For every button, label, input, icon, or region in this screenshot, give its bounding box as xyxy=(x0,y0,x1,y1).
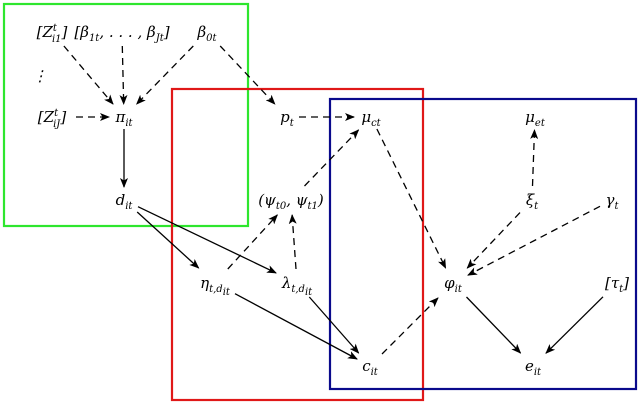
plate-red xyxy=(170,87,425,402)
edge-lambda-to-psi xyxy=(288,214,297,270)
edge-xi-to-mu-et xyxy=(530,129,539,187)
node-d: dit xyxy=(116,191,134,212)
node-psi: (ψt0, ψt1) xyxy=(258,191,324,212)
edge-d-to-eta xyxy=(136,211,200,269)
edge-lambda-to-c xyxy=(308,296,360,354)
edge-d-to-lambda xyxy=(137,206,277,274)
edge-Z-i1-to-pi xyxy=(63,45,114,105)
node-vdots: ⋮ xyxy=(33,67,48,85)
node-e: eit xyxy=(525,357,542,378)
edge-tau-to-e xyxy=(545,296,604,354)
edge-betas-to-pi xyxy=(119,45,128,105)
node-phi: φit xyxy=(444,274,463,295)
edge-phi-to-e xyxy=(466,296,522,354)
edge-xi-to-phi xyxy=(466,212,521,269)
plate-blue xyxy=(328,97,638,391)
edge-gamma-to-phi xyxy=(467,205,601,276)
node-betas: [β1t, . . . , βJt] xyxy=(74,23,169,44)
node-gamma: γt xyxy=(606,191,620,212)
edge-mu-ct-to-phi xyxy=(376,128,447,269)
edge-psi-to-mu-ct xyxy=(304,129,360,187)
node-tau: [τt] xyxy=(605,274,629,295)
plate-green xyxy=(2,2,250,228)
node-mu-et: μet xyxy=(525,108,546,129)
node-mu-ct: μct xyxy=(361,108,381,129)
edge-beta0-to-p xyxy=(219,45,276,105)
node-pi: πit xyxy=(114,108,133,129)
edge-eta-to-c xyxy=(234,293,358,360)
edge-beta0-to-pi xyxy=(136,45,194,105)
edge-c-to-phi xyxy=(381,297,439,355)
node-eta: ηt,dit xyxy=(200,274,231,298)
node-c: cit xyxy=(362,357,379,378)
node-lambda: λt,dit xyxy=(281,274,313,298)
node-beta0: β0t xyxy=(196,23,217,44)
edge-eta-to-psi xyxy=(227,214,278,270)
node-p: pt xyxy=(280,108,295,129)
node-xi: ξt xyxy=(526,191,539,212)
